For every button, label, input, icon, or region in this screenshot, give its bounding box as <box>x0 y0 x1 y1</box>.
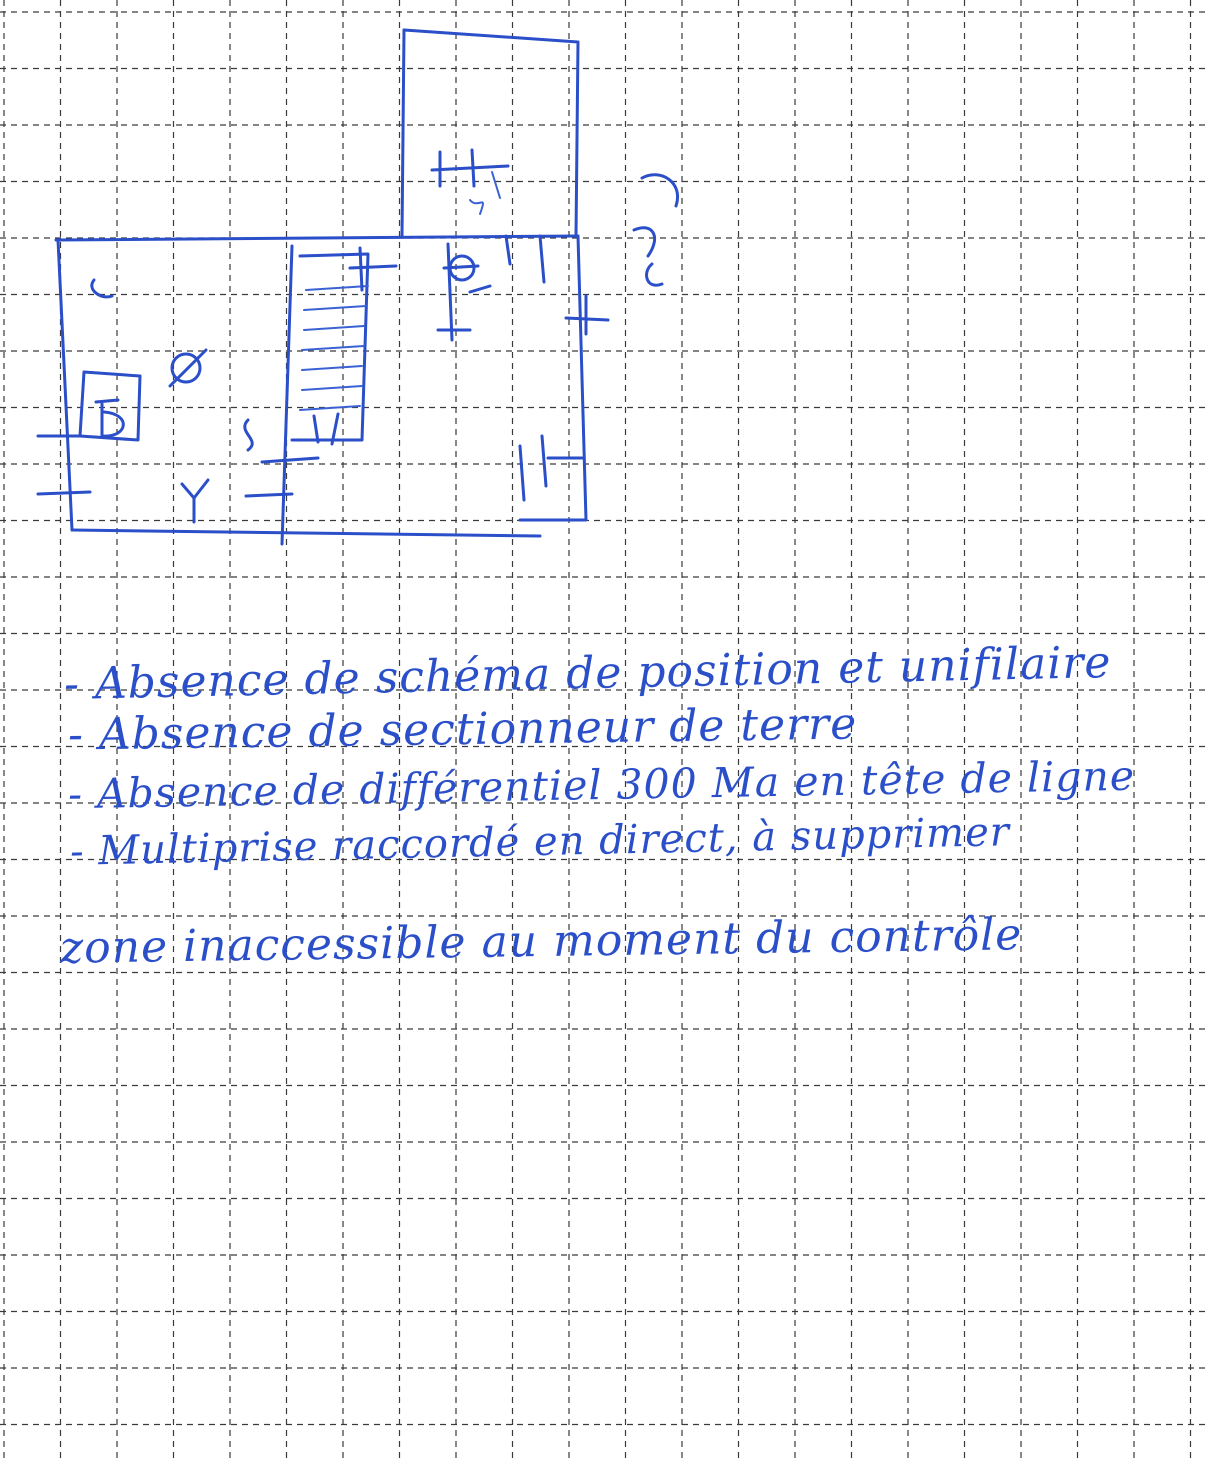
note-line-2: - Absence de sectionneur de terre <box>67 698 858 761</box>
note-line-5: zone inaccessible au moment du contrôle <box>59 909 1023 974</box>
sketch-symbol-h <box>518 434 584 502</box>
sketch-symbol-y <box>180 478 210 524</box>
outside-symbol <box>632 173 680 287</box>
sketch-symbol-c <box>90 278 114 299</box>
sketch-symbol-e <box>243 418 254 452</box>
sketch-symbol-empty-set <box>168 348 208 388</box>
upper-room <box>400 28 580 238</box>
wall-ticks <box>36 234 610 498</box>
main-room-outline <box>54 234 588 546</box>
junction-box <box>436 242 492 342</box>
panel-box-symbol <box>78 370 142 442</box>
